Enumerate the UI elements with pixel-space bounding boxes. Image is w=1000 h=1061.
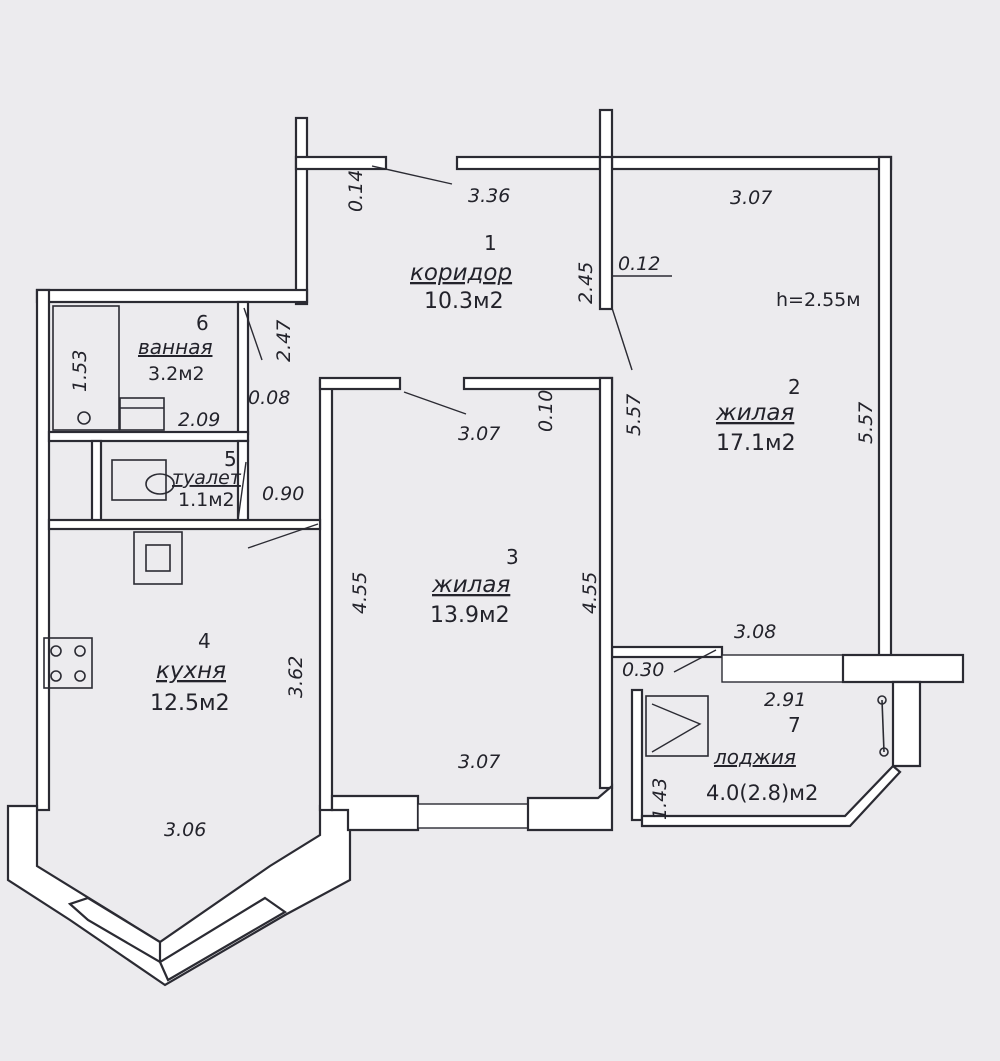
wall-loggia-left	[630, 688, 644, 822]
dim-corridor-left-wall: 0.14	[345, 170, 367, 212]
dim-wall-0-12: 0.12	[618, 253, 660, 275]
dim-room3-bottom: 3.07	[458, 751, 500, 773]
wall-room3-room2	[598, 376, 614, 790]
bathtub	[52, 305, 120, 431]
dim-corridor-height: 2.45	[575, 262, 597, 304]
dim-room2-bottom: 3.08	[734, 621, 776, 643]
room3-window	[417, 803, 529, 829]
wall-corridor-room2	[598, 155, 614, 311]
wall-room3-bottom-left	[330, 794, 420, 832]
room-area-toilet: 1.1м2	[178, 489, 235, 511]
room-number-2: 2	[788, 375, 801, 399]
dim-loggia-left: 1.43	[649, 778, 671, 820]
dim-corridor-top: 3.36	[468, 185, 510, 207]
dim-bath-width: 2.09	[178, 409, 220, 431]
wall-toilet-left	[90, 439, 103, 525]
dim-bath-side: 2.47	[273, 320, 295, 362]
wall-top-left	[294, 155, 388, 171]
room-area-bathroom: 3.2м2	[148, 363, 205, 385]
room-name-toilet: туалет	[172, 467, 242, 489]
walls	[6, 108, 965, 987]
wall-bath-bottom	[47, 430, 250, 443]
leader-lines	[237, 165, 717, 673]
dim-wall-0-30: 0.30	[622, 659, 664, 681]
wall-bath-top	[35, 288, 309, 304]
dim-room2-right: 5.57	[855, 402, 877, 444]
vent-shaft	[133, 531, 183, 585]
loggia-cabinet	[645, 695, 709, 757]
wall-top-left-spur	[294, 116, 309, 306]
room-name-corridor: коридор	[410, 260, 512, 286]
dim-room3-wall: 0.10	[535, 390, 557, 432]
room-area-kitchen: 12.5м2	[150, 691, 230, 716]
dim-kitchen-door: 0.90	[262, 483, 304, 505]
room2-window	[721, 654, 845, 683]
dim-room3-top: 3.07	[458, 423, 500, 445]
toilet-tank	[111, 459, 167, 501]
dim-bath-height: 1.53	[69, 350, 91, 392]
stove-icon	[43, 637, 93, 689]
dim-room3-right: 4.55	[579, 572, 601, 614]
wall-loggia-right	[891, 680, 922, 768]
dim-wall-0-08: 0.08	[248, 387, 290, 409]
wall-room3-top-right	[462, 376, 614, 391]
room-number-6: 6	[196, 311, 209, 335]
room-area-living-2: 17.1м2	[716, 431, 796, 456]
dimensions: 3.36 0.14 2.45 0.12 3.07 5.57 5.57 3.08 …	[69, 170, 877, 841]
room-number-5: 5	[224, 447, 237, 471]
wall-toilet-bottom	[47, 518, 322, 531]
washing-machine	[119, 397, 165, 431]
room-number-4: 4	[198, 629, 211, 653]
wall-room3-bottom-right	[526, 783, 614, 832]
room-name-living-2: жилая	[715, 400, 794, 426]
wall-room3-top-left	[318, 376, 402, 391]
wall-right-exterior	[877, 155, 893, 659]
room-number-7: 7	[788, 713, 801, 737]
room-number-1: 1	[484, 231, 497, 255]
wall-kitchen-room3	[318, 378, 334, 812]
wall-bath-right	[236, 300, 250, 436]
wall-loggia-bottom	[640, 764, 902, 828]
room-name-kitchen: кухня	[156, 658, 226, 684]
room-area-loggia: 4.0(2.8)м2	[706, 781, 818, 805]
room-labels: 1 коридор 10.3м2 h=2.55м 2 жилая 17.1м2 …	[138, 231, 861, 805]
toilet-bowl-icon	[145, 473, 175, 495]
room-area-corridor: 10.3м2	[424, 289, 504, 314]
dim-kitchen-height: 3.62	[285, 656, 307, 698]
room-name-loggia: лоджия	[713, 745, 796, 769]
room-number-3: 3	[506, 545, 519, 569]
bathtub-drain-icon	[77, 411, 91, 425]
kitchen-bay-window-right	[158, 896, 288, 982]
room-area-living-3: 13.9м2	[430, 603, 510, 628]
room-name-living-3: жилая	[431, 572, 510, 598]
wall-left-exterior	[35, 288, 51, 812]
dim-loggia-top: 2.91	[764, 689, 806, 711]
dim-room2-top: 3.07	[730, 187, 772, 209]
ceiling-height: h=2.55м	[776, 289, 861, 311]
wall-room2-bottom-right	[841, 653, 965, 684]
dim-kitchen-bottom: 3.06	[164, 819, 206, 841]
room-name-bathroom: ванная	[138, 335, 212, 359]
wall-top-right	[455, 155, 893, 171]
dim-room3-left: 4.55	[349, 572, 371, 614]
dim-room2-left: 5.57	[623, 394, 645, 436]
kitchen-bay-window	[67, 896, 162, 964]
fixtures	[43, 305, 889, 757]
